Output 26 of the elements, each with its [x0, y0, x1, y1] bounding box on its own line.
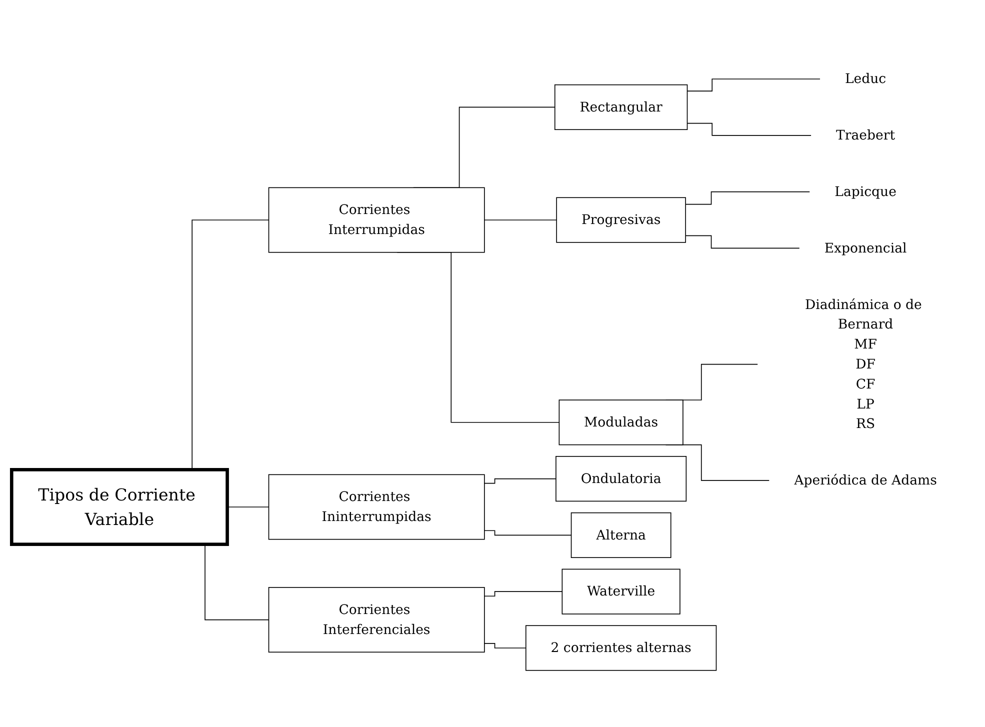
node-box: Corrientes Interrumpidas [268, 187, 485, 253]
node-box: Corrientes Ininterrumpidas [268, 474, 485, 540]
connector [685, 191, 810, 205]
node-box: Moduladas [558, 400, 684, 446]
connector [686, 78, 820, 92]
connector [685, 235, 800, 249]
node-text: Diadinámica o de Bernard MF DF CF LP RS [804, 296, 922, 432]
node-box: Progresivas [556, 197, 686, 243]
node-box: Alterna [570, 512, 672, 558]
connector [686, 122, 812, 136]
connector [484, 591, 563, 597]
node-box: Ondulatoria [556, 456, 687, 502]
connector [226, 506, 270, 508]
node-text: Lapicque [834, 184, 896, 200]
connector [484, 643, 526, 648]
node-text: Traebert [836, 127, 896, 143]
connector [484, 478, 556, 484]
connector [484, 530, 572, 536]
node-text: Aperiódica de Adams [794, 472, 937, 488]
node-text: Exponencial [824, 240, 907, 256]
node-text: Leduc [844, 70, 886, 86]
node-box: 2 corrientes alternas [525, 625, 717, 671]
node-box: Tipos de Corriente Variable [10, 468, 229, 546]
node-box: Waterville [562, 568, 680, 614]
node-box: Corrientes Interferenciales [268, 587, 485, 653]
node-box: Rectangular [554, 84, 688, 130]
